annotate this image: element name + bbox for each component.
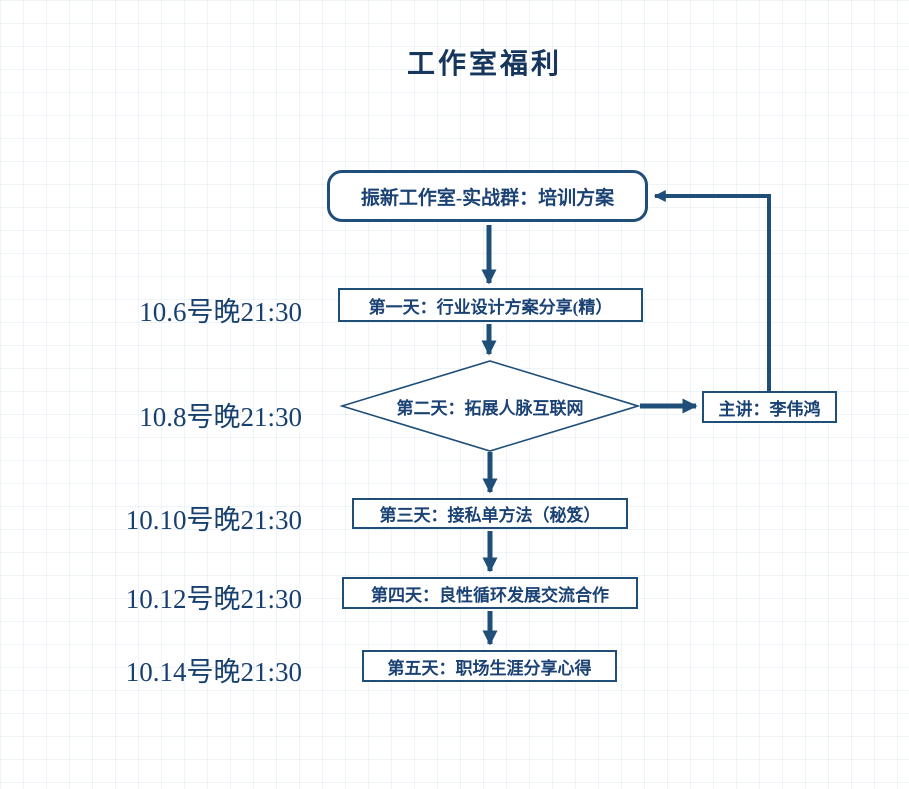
node-day2: 第二天：拓展人脉互联网 [340, 390, 640, 422]
node-day1-label: 第一天：行业设计方案分享(精） [368, 297, 613, 317]
schedule-date-day4: 10.12号晚21:30 [125, 584, 302, 614]
node-day3-label: 第三天：接私单方法（秘笈） [379, 506, 601, 525]
node-start-label: 振新工作室-实战群：培训方案 [360, 187, 615, 209]
node-day3: 第三天：接私单方法（秘笈） [352, 498, 628, 529]
node-day5: 第五天：职场生涯分享心得 [362, 650, 617, 682]
diamond-shape-day2 [339, 360, 641, 452]
schedule-date-day1: 10.6号晚21:30 [139, 297, 302, 327]
node-day1: 第一天：行业设计方案分享(精） [338, 288, 643, 322]
connector-speaker-to-start [653, 190, 771, 391]
node-speaker-label: 主讲：李伟鸿 [718, 399, 821, 419]
page-title: 工作室福利 [406, 49, 562, 80]
node-day5-label: 第五天：职场生涯分享心得 [387, 658, 592, 678]
node-day4: 第四天：良性循环发展交流合作 [342, 577, 638, 609]
schedule-date-day3: 10.10号晚21:30 [125, 505, 302, 535]
schedule-date-day5: 10.14号晚21:30 [125, 657, 302, 687]
node-start: 振新工作室-实战群：培训方案 [327, 170, 648, 222]
node-speaker: 主讲：李伟鸿 [702, 391, 837, 423]
node-day2-label: 第二天：拓展人脉互联网 [396, 398, 584, 418]
node-day4-label: 第四天：良性循环发展交流合作 [371, 585, 609, 605]
schedule-date-day2: 10.8号晚21:30 [139, 402, 302, 432]
